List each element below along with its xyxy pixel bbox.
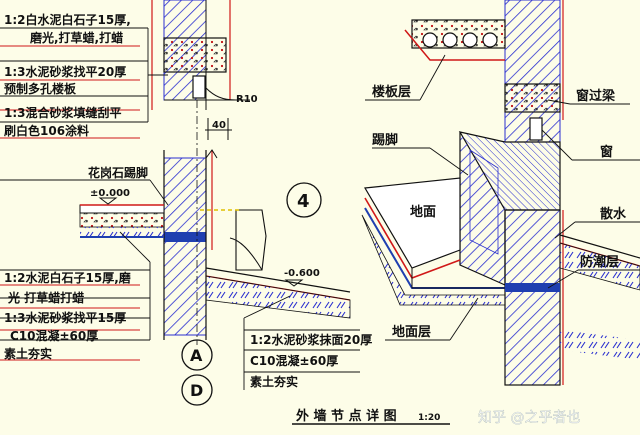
- roof-layer-2: 磨光,打草蜡,打蜡: [29, 30, 123, 45]
- label-damp-proof: 防潮层: [580, 254, 619, 270]
- roof-layer-labels: 1:2白水泥白石子15厚, 磨光,打草蜡,打蜡 1:3水泥砂浆找平20厚 预制多…: [4, 12, 131, 138]
- label-floor: 地面: [410, 204, 436, 220]
- right-wall-3d: [458, 131, 564, 386]
- level-zero-label: ±0.000: [90, 188, 130, 199]
- floor-layer-labels: 1:2水泥白石子15厚,磨 光 打草蜡打蜡 1:3水泥砂浆找平15厚 C10混凝…: [4, 270, 131, 361]
- caption-scale: 1:20: [418, 413, 440, 423]
- floor-layer-3: 1:3水泥砂浆找平15厚: [4, 310, 126, 325]
- floor-layer-1: 1:2水泥白石子15厚,磨: [4, 270, 131, 285]
- roof-layer-6: 刷白色106涂料: [4, 123, 89, 138]
- dim-r10: R10: [236, 94, 258, 105]
- apron-layer-2: C10混凝±60厚: [250, 353, 338, 368]
- label-skirting: 踢脚: [372, 132, 398, 148]
- label-apron: 散水: [600, 206, 627, 222]
- apron-layer-labels: 1:2水泥砂浆抹面20厚 C10混凝±60厚 素土夯实: [250, 332, 372, 389]
- detail-number-circle: [286, 182, 322, 218]
- floor-layer-4: C10混凝±60厚: [10, 328, 98, 343]
- detail-number: 4: [297, 191, 310, 212]
- right-floor-3d: [361, 177, 506, 306]
- red-underlines-left: [0, 45, 140, 361]
- level-marker-zero: [98, 197, 118, 205]
- exterior-wall-left: [163, 149, 218, 340]
- right-apron: [559, 234, 640, 360]
- apron-layer-1: 1:2水泥砂浆抹面20厚: [250, 332, 372, 347]
- label-floor-slab: 楼板层: [372, 84, 411, 100]
- caption-title: 外 墙 节 点 详 图: [295, 408, 397, 424]
- floor-layer-2: 光 打草蜡打蜡: [7, 290, 84, 305]
- label-window: 窗: [600, 144, 613, 160]
- label-window-lintel: 窗过梁: [576, 88, 616, 104]
- apron-layer-3: 素土夯实: [250, 374, 298, 389]
- interior-floor-left: [79, 204, 165, 238]
- roof-layer-5: 1:3混合砂浆填缝刮平: [4, 105, 122, 120]
- axis-circle-a: [181, 339, 213, 371]
- roof-layer-4: 预制多孔楼板: [4, 81, 77, 96]
- level-minus-label: -0.600: [284, 268, 320, 279]
- floor-layer-5: 素土夯实: [4, 346, 52, 361]
- right-wall-upper: [404, 0, 564, 143]
- leaders-left: [0, 27, 360, 390]
- level-marker-minus: [284, 279, 304, 287]
- right-detail-labels: 楼板层 窗过梁 踢脚 窗 地面 散水 防潮层 地面层: [372, 84, 627, 340]
- roof-layer-3: 1:3水泥砂浆找平20厚: [4, 64, 126, 79]
- axis-label-d: D: [190, 381, 203, 400]
- axis-label-a: A: [190, 346, 203, 365]
- roof-layer-1: 1:2白水泥白石子15厚,: [4, 12, 131, 27]
- upper-wall: [151, 0, 250, 140]
- granite-skirting-label: 花岗石踢脚: [88, 165, 148, 180]
- watermark: 知乎 @之乎者也: [478, 409, 580, 426]
- label-floor-layer: 地面层: [392, 324, 431, 340]
- leaders-right: [365, 54, 640, 341]
- dim-40: 40: [212, 120, 226, 131]
- axis-circle-d: [181, 374, 213, 406]
- apron-left: [205, 209, 351, 340]
